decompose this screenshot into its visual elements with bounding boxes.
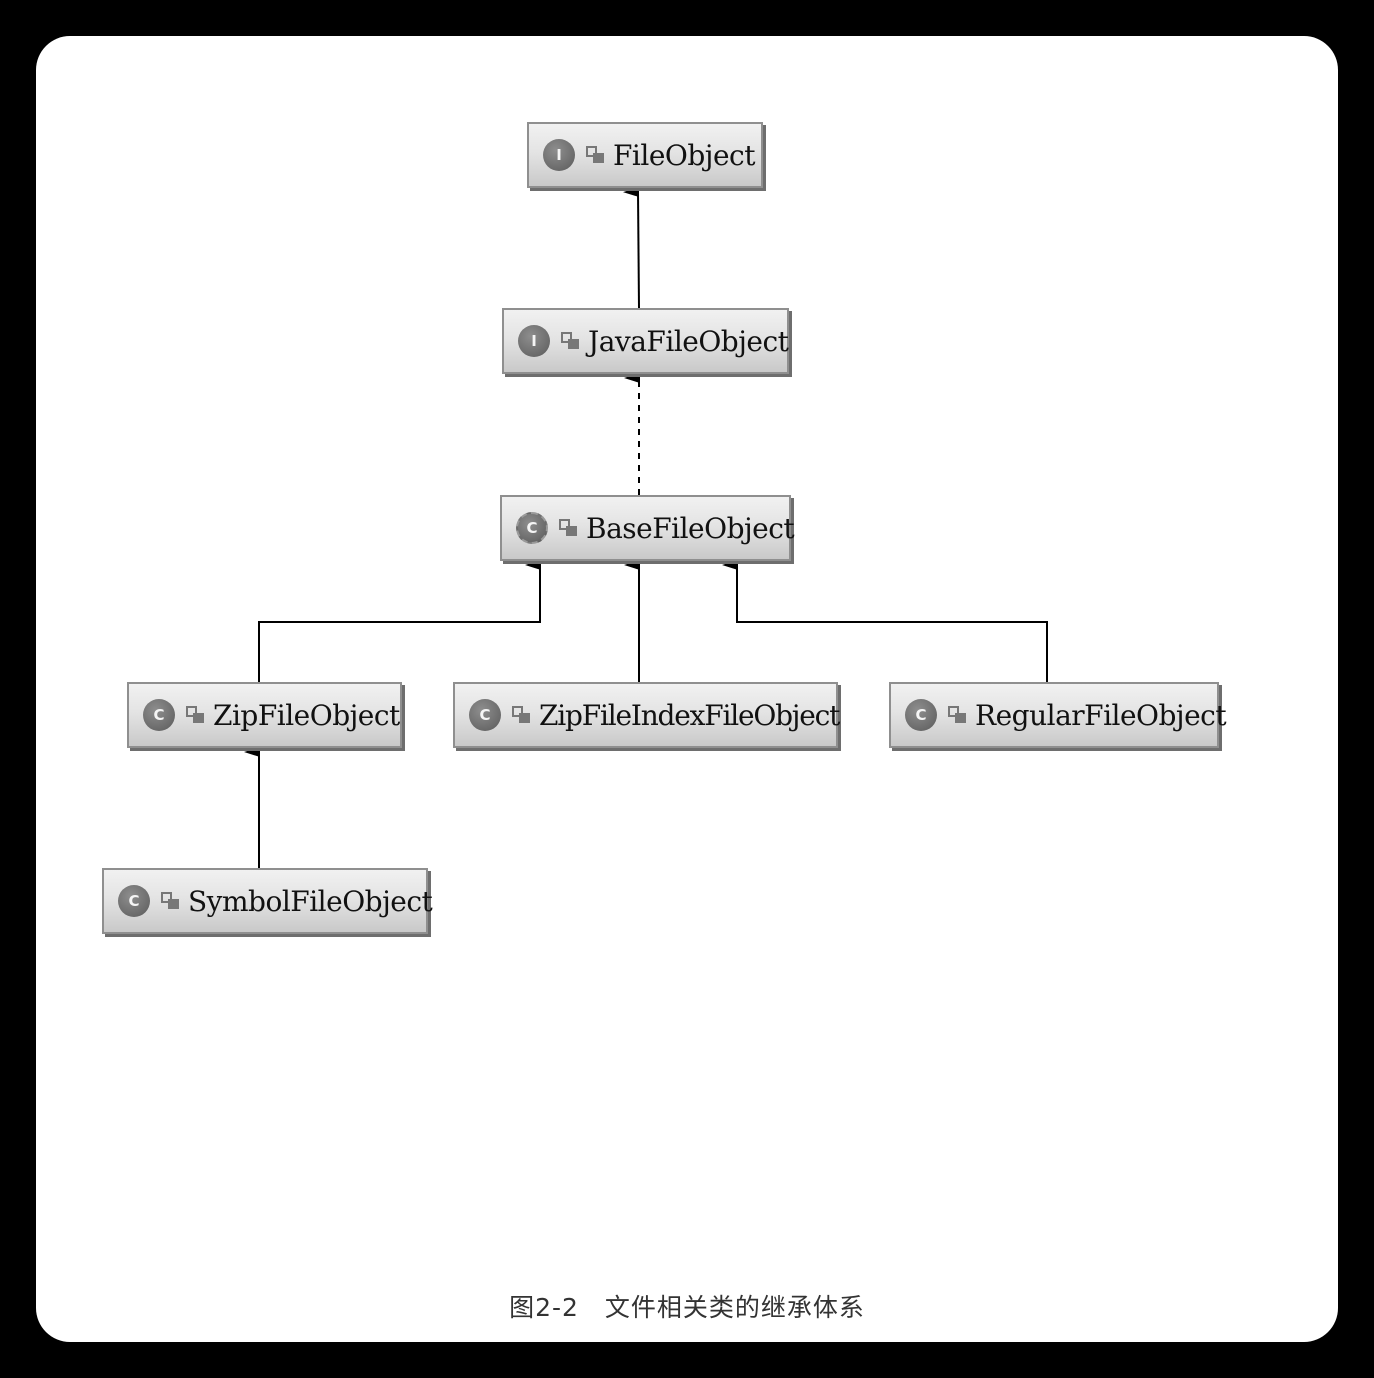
interface-icon: I bbox=[543, 139, 575, 171]
class-icon: C bbox=[905, 699, 937, 731]
edge-javafileobject-to-fileobject bbox=[623, 186, 640, 309]
node-zipfileobject[interactable]: C ZipFileObject bbox=[127, 682, 402, 748]
node-label: ZipFileIndexFileObject bbox=[539, 698, 840, 732]
access-icon bbox=[186, 706, 204, 723]
access-icon bbox=[586, 146, 604, 163]
node-regularfileobject[interactable]: C RegularFileObject bbox=[889, 682, 1227, 748]
node-fileobject[interactable]: I FileObject bbox=[527, 122, 763, 188]
node-javafileobject[interactable]: I JavaFileObject bbox=[502, 308, 789, 374]
edge-zipfileobject-to-basefileobject bbox=[258, 560, 541, 682]
node-label: FileObject bbox=[613, 138, 755, 172]
access-icon bbox=[561, 332, 579, 349]
interface-icon: I bbox=[518, 325, 550, 357]
figure-caption: 图2-2 文件相关类的继承体系 bbox=[509, 1293, 865, 1322]
abstract-class-icon: C bbox=[516, 512, 548, 544]
class-icon: C bbox=[118, 885, 150, 917]
node-basefileobject[interactable]: C BaseFileObject bbox=[500, 495, 795, 561]
node-label: BaseFileObject bbox=[586, 511, 795, 545]
access-icon bbox=[512, 706, 530, 723]
class-icon: C bbox=[143, 699, 175, 731]
access-icon bbox=[161, 892, 179, 909]
access-icon bbox=[948, 706, 966, 723]
access-icon bbox=[559, 519, 577, 536]
node-label: SymbolFileObject bbox=[188, 884, 433, 918]
node-label: RegularFileObject bbox=[975, 698, 1227, 732]
node-label: ZipFileObject bbox=[213, 698, 400, 732]
class-icon: C bbox=[469, 699, 501, 731]
node-symbolfileobject[interactable]: C SymbolFileObject bbox=[102, 868, 433, 934]
node-zipfileindexfileobject[interactable]: C ZipFileIndexFileObject bbox=[453, 682, 840, 748]
node-label: JavaFileObject bbox=[588, 324, 789, 358]
edge-regularfileobject-to-basefileobject bbox=[722, 560, 1048, 682]
